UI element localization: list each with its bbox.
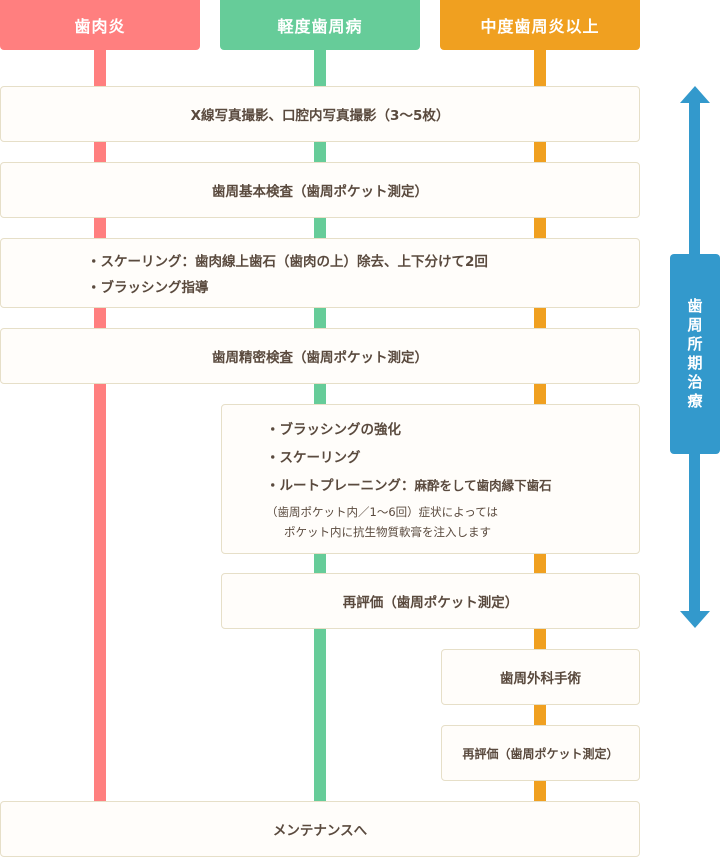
step-precise-exam: 歯周精密検査（歯周ポケット測定）	[0, 328, 640, 384]
period-char: 治	[687, 373, 703, 391]
period-char: 所	[687, 335, 703, 353]
root-planing-label: ・ルートプレーニング：	[266, 478, 415, 494]
arrow-down-icon	[680, 611, 710, 628]
column-header-gingivitis: 歯肉炎	[0, 0, 200, 50]
step-basic-exam-label: 歯周基本検査（歯周ポケット測定）	[212, 184, 428, 200]
arrow-up-icon	[680, 86, 710, 103]
period-char: 周	[687, 316, 703, 334]
step-reevaluation-2: 再評価（歯周ポケット測定）	[441, 725, 640, 781]
mild-root-planing-item: ・ルートプレーニング：麻酔をして歯肉縁下歯石	[266, 474, 552, 494]
column-header-mild-periodontitis: 軽度歯周病	[220, 0, 420, 50]
period-char: 療	[687, 392, 703, 410]
arrow-shaft-bottom	[689, 454, 700, 611]
step-reevaluation-1: 再評価（歯周ポケット測定）	[221, 573, 640, 629]
column-header-moderate-periodontitis: 中度歯周炎以上	[440, 0, 640, 50]
step-maintenance-label: メンテナンスへ	[272, 823, 368, 839]
step-scaling-item: ・スケーリング：歯肉線上歯石（歯肉の上）除去、上下分けて2回	[87, 254, 488, 270]
period-char: 歯	[687, 297, 703, 315]
step-xray: X線写真撮影、口腔内写真撮影（3〜5枚）	[0, 86, 640, 142]
step-reevaluation-2-label: 再評価（歯周ポケット測定）	[462, 746, 619, 761]
step-surgery-label: 歯周外科手術	[500, 671, 581, 687]
step-xray-label: X線写真撮影、口腔内写真撮影（3〜5枚）	[190, 108, 450, 124]
step-precise-exam-label: 歯周精密検査（歯周ポケット測定）	[212, 350, 428, 366]
step-brushing-item: ・ブラッシング指導	[87, 280, 209, 296]
mild-note-line-1: （歯周ポケット内／1〜6回）症状によっては	[266, 505, 498, 519]
mild-brushing-item: ・ブラッシングの強化	[266, 422, 401, 438]
arrow-shaft-top	[689, 103, 700, 254]
step-reevaluation-1-label: 再評価（歯周ポケット測定）	[342, 595, 519, 611]
step-surgery: 歯周外科手術	[441, 649, 640, 705]
step-scaling: ・スケーリング：歯肉線上歯石（歯肉の上）除去、上下分けて2回 ・ブラッシング指導	[0, 238, 640, 308]
step-mild-treatment: ・ブラッシングの強化 ・スケーリング ・ルートプレーニング：麻酔をして歯肉縁下歯…	[221, 404, 640, 554]
mild-note-line-2: ポケット内に抗生物質軟膏を注入します	[284, 525, 491, 539]
period-label-box: 歯 周 所 期 治 療	[670, 254, 720, 454]
step-basic-exam: 歯周基本検査（歯周ポケット測定）	[0, 162, 640, 218]
step-maintenance: メンテナンスへ	[0, 801, 640, 857]
mild-scaling-item: ・スケーリング	[266, 450, 361, 466]
period-char: 期	[687, 354, 703, 372]
root-planing-detail: 麻酔をして歯肉縁下歯石	[414, 478, 552, 493]
